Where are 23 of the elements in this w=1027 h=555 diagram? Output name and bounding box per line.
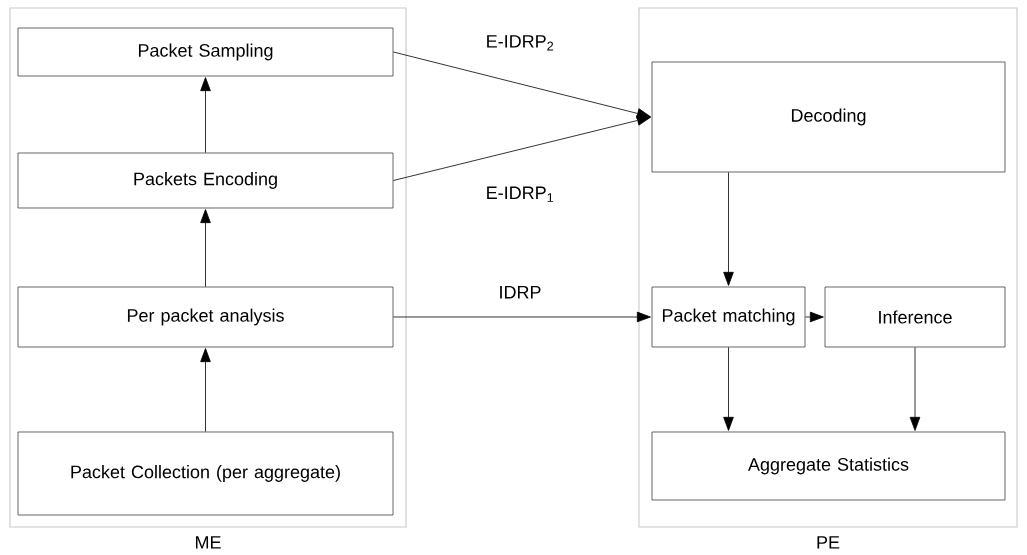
process-box: Aggregate Statistics — [651, 431, 1006, 501]
arrow — [200, 77, 211, 153]
edge-label: E-IDRP$_{1}$ — [484, 185, 556, 204]
arrow — [393, 51, 651, 119]
process-box: Packet Collection (per aggregate) — [17, 431, 394, 516]
arrow — [393, 115, 651, 181]
arrow — [805, 311, 824, 323]
process-box: Decoding — [651, 61, 1006, 173]
process-box: Packets Encoding — [17, 152, 394, 209]
edge-label: E-IDRP$_{2}$ — [484, 33, 556, 52]
process-box: Packet matching — [651, 286, 806, 348]
node-label: PE — [817, 536, 840, 549]
arrow — [723, 172, 734, 286]
arrow — [909, 347, 921, 431]
arrow — [393, 311, 651, 323]
process-box: Packet Sampling — [17, 27, 394, 77]
arrow — [200, 348, 211, 432]
edge-label: IDRP — [497, 284, 543, 300]
node-label: ME — [195, 536, 221, 549]
arrow — [200, 209, 211, 287]
arrow — [723, 347, 734, 431]
process-box: Per packet analysis — [17, 286, 394, 348]
process-box: Inference — [824, 286, 1006, 348]
